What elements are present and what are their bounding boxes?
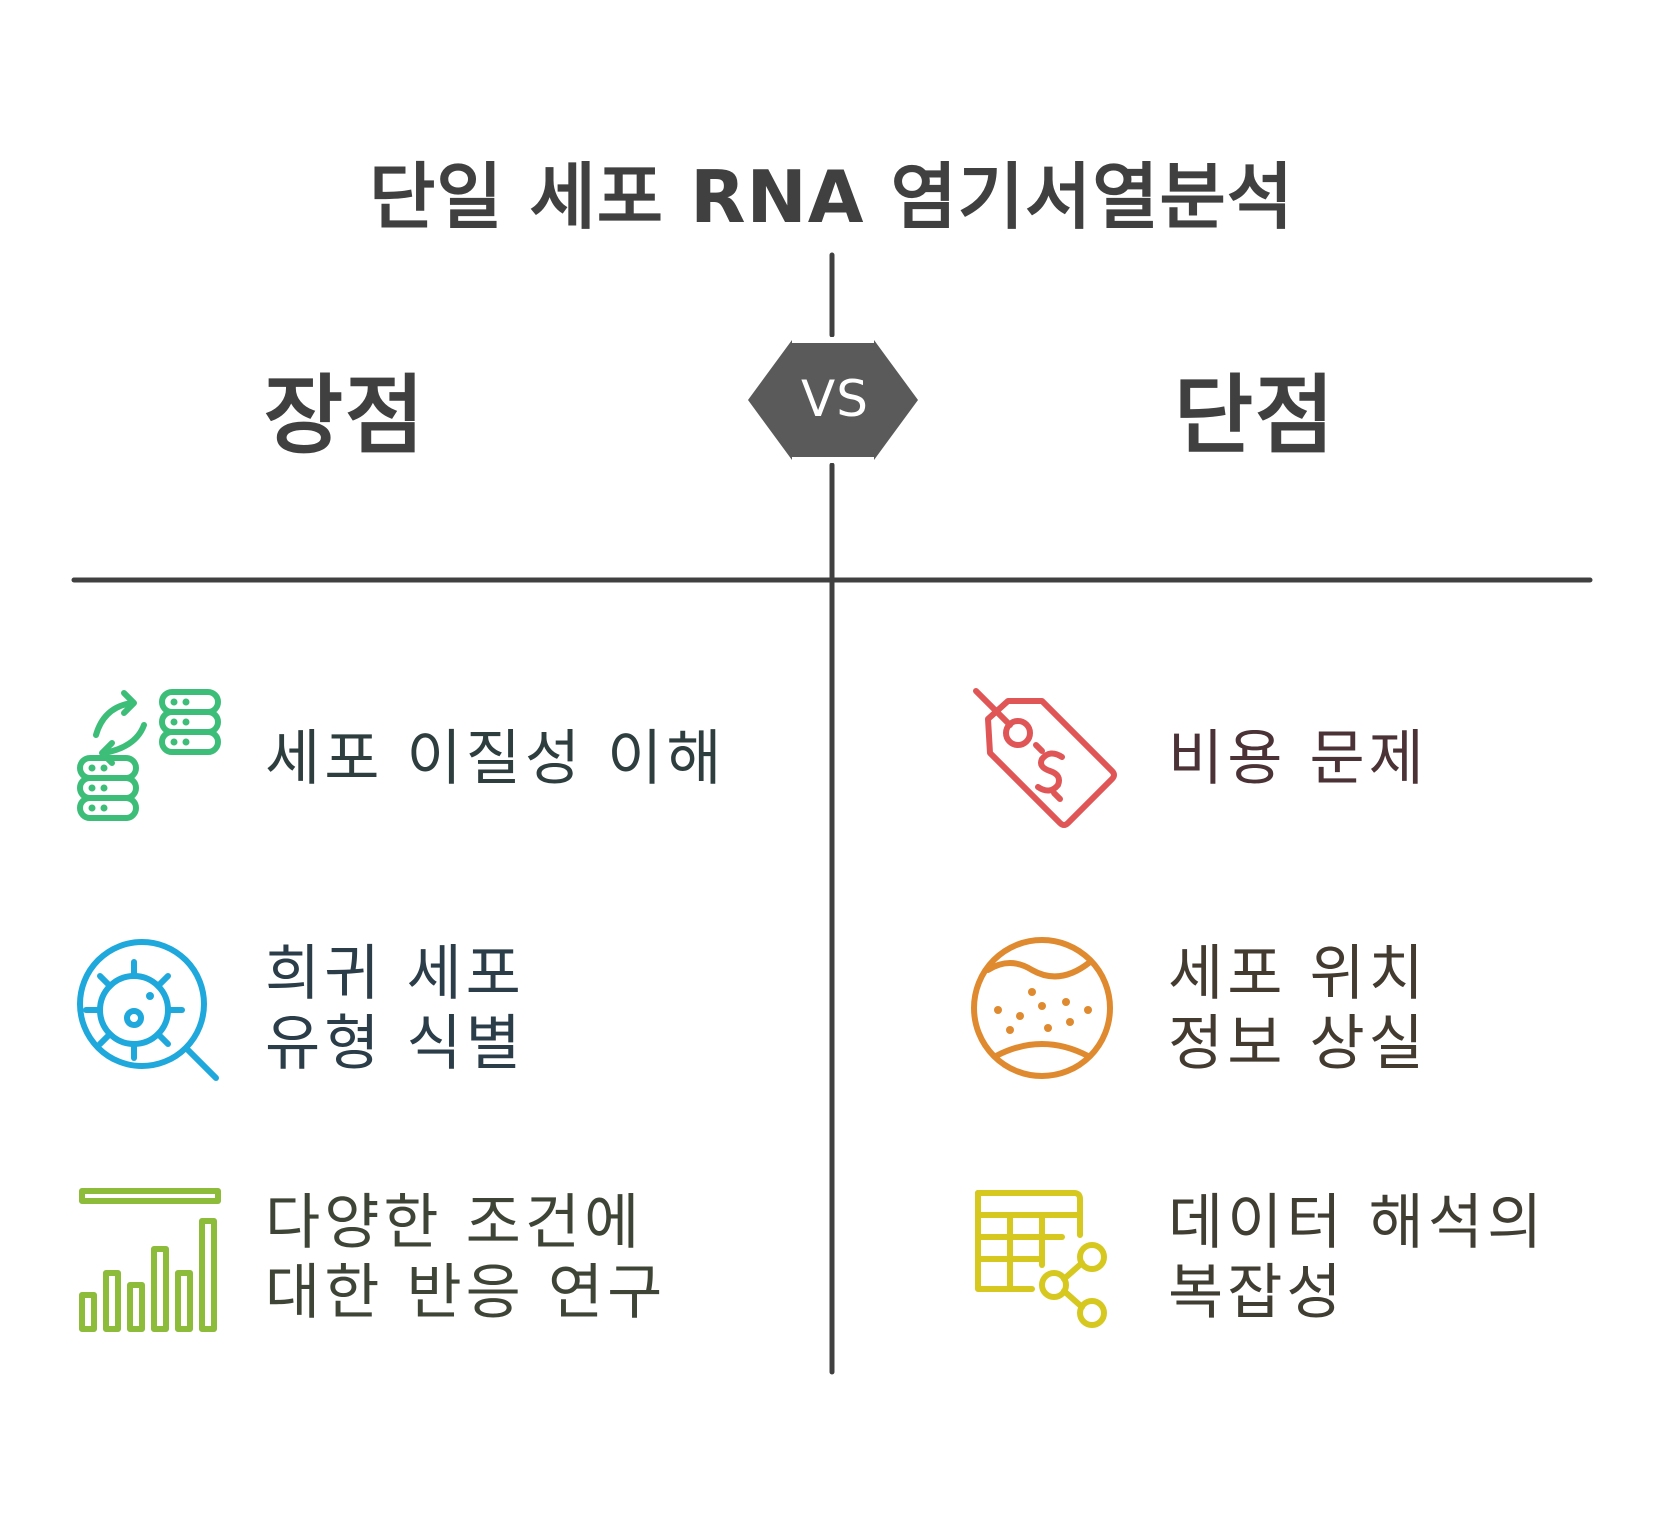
pros-item-2-line-1: 희귀 세포 [265,939,525,1009]
price-tag-icon [973,688,1117,828]
pros-item-3: 다양한 조건에 대한 반응 연구 [265,1188,666,1328]
cell-magnifier-icon [77,939,219,1081]
cons-item-1-line-1: 비용 문제 [1168,724,1428,794]
vs-label: VS [801,370,869,428]
cons-item-2-line-2: 정보 상실 [1168,1009,1428,1079]
cons-item-2: 세포 위치 정보 상실 [1168,939,1428,1079]
cons-heading: 단점 [1173,366,1337,466]
vs-badge [748,337,918,463]
pros-item-1: 세포 이질성 이해 [265,724,726,794]
data-table-share-icon [975,1190,1107,1328]
pros-item-1-line-1: 세포 이질성 이해 [265,724,726,794]
diagram-title: 단일 세포 RNA 염기서열분석 [368,155,1295,239]
tissue-sphere-icon [971,937,1113,1079]
exchange-stack-icon [77,689,221,821]
cons-item-3-line-1: 데이터 해석의 [1168,1188,1547,1258]
cons-item-3-line-2: 복잡성 [1168,1258,1346,1328]
cons-item-1: 비용 문제 [1168,724,1428,794]
cons-item-2-line-1: 세포 위치 [1168,939,1428,1009]
pros-item-3-line-1: 다양한 조건에 [265,1188,644,1258]
cons-item-3: 데이터 해석의 복잡성 [1168,1188,1546,1328]
pros-item-2: 희귀 세포 유형 식별 [265,939,525,1079]
bar-chart-icon [79,1188,221,1332]
pros-item-3-line-2: 대한 반응 연구 [265,1258,667,1328]
pros-item-2-line-2: 유형 식별 [265,1009,525,1079]
pros-heading: 장점 [263,366,427,466]
